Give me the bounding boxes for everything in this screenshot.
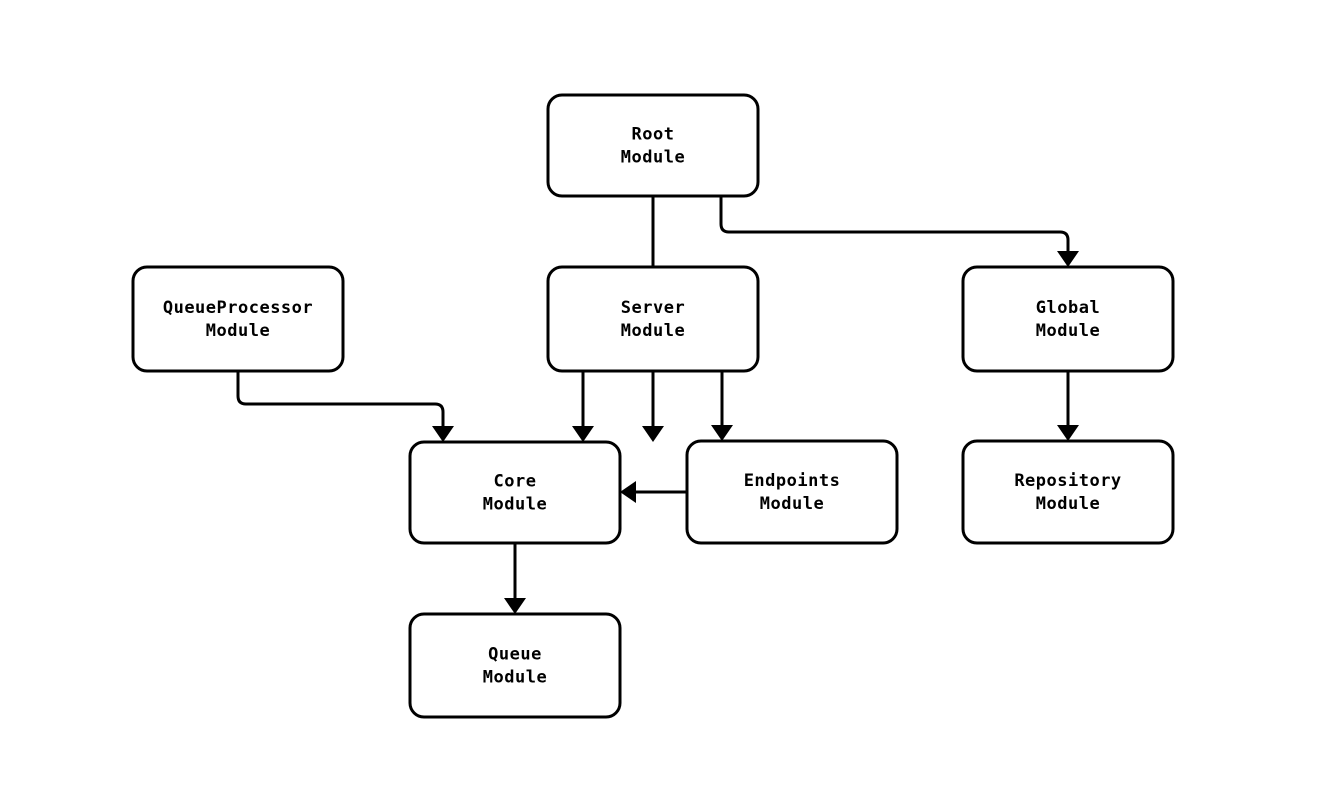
node-label-suffix-repository: Module [1036,494,1100,514]
node-label-suffix-queue: Module [483,668,547,688]
node-label-suffix-queueprocessor: Module [206,321,270,341]
edge-server-to-endpoints [711,371,733,441]
edge-global-to-repository [1057,371,1079,441]
node-label-name-root: Root [632,125,675,145]
node-label-suffix-global: Module [1036,321,1100,341]
edge-endpoints-to-core [620,481,687,503]
arrowhead-icon [642,426,664,442]
arrowhead-icon [620,481,636,503]
node-label-name-repository: Repository [1014,471,1121,491]
edge-queueprocessor-to-core [236,371,454,442]
node-label-suffix-core: Module [483,495,547,515]
node-label-name-server: Server [621,298,685,318]
node-label-name-global: Global [1036,298,1100,318]
node-box-global[interactable] [961,265,1175,373]
arrowhead-icon [572,426,594,442]
node-box-server[interactable] [546,265,760,373]
node-label-name-core: Core [494,472,537,492]
node-box-queueprocessor[interactable] [131,265,345,373]
arrowhead-icon [1057,425,1079,441]
node-label-suffix-endpoints: Module [760,494,824,514]
arrowhead-icon [711,425,733,441]
node-label-name-endpoints: Endpoints [744,471,841,491]
edge-layer [236,196,1079,614]
arrowhead-icon [1057,251,1079,267]
node-label-name-queue: Queue [488,645,542,665]
arrowhead-icon [504,598,526,614]
node-layer: RootModuleQueueProcessorModuleServerModu… [131,93,1175,719]
node-box-queue[interactable] [408,612,622,719]
node-label-suffix-root: Module [621,148,685,168]
node-box-endpoints[interactable] [685,439,899,545]
node-box-core[interactable] [408,440,622,545]
node-label-suffix-server: Module [621,321,685,341]
edge-core-to-queue [504,543,526,614]
edge-root-to-global [719,196,1079,267]
node-box-root[interactable] [546,93,760,198]
node-box-repository[interactable] [961,439,1175,545]
edge-line [719,196,1070,251]
edge-line [236,371,445,426]
arrowhead-icon [432,426,454,442]
node-label-name-queueprocessor: QueueProcessor [163,298,313,318]
edge-server-to-core [572,371,594,442]
